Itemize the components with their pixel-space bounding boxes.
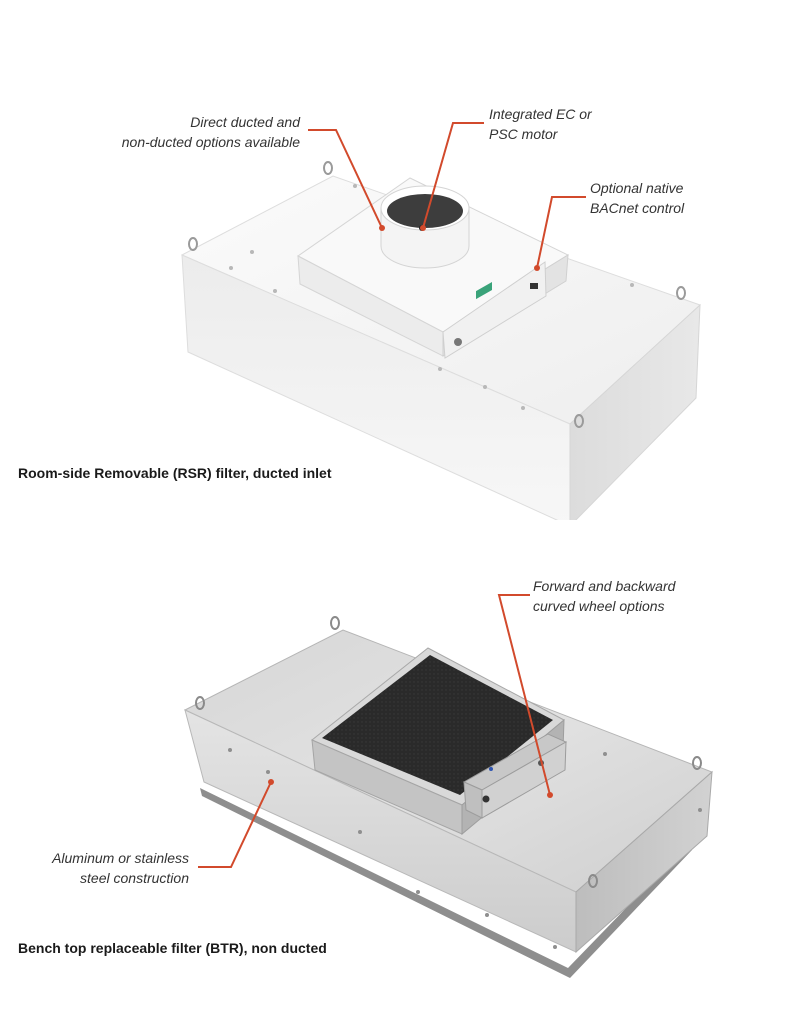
eyebolt-icons — [195, 616, 702, 888]
caption-rsr: Room-side Removable (RSR) filter, ducted… — [18, 465, 332, 481]
callout-motor: Integrated EC or PSC motor — [489, 106, 592, 142]
filter-mesh — [322, 655, 553, 795]
indicator-icon — [489, 767, 493, 771]
display-icon — [476, 281, 492, 300]
callout-line-motor — [422, 122, 484, 229]
callout-ducted-options: Direct ducted and non-ducted options ava… — [121, 114, 300, 150]
section-rsr-unit: Direct ducted and non-ducted options ava… — [18, 106, 701, 520]
callout-wheel-options: Forward and backward curved wheel option… — [533, 578, 676, 614]
callout-line-ducted — [308, 129, 383, 229]
callout-bacnet: Optional native BACnet control — [590, 180, 685, 216]
connector-icon — [454, 338, 462, 346]
callout-line-bacnet — [536, 196, 586, 269]
connector-icon — [482, 795, 490, 803]
section-btr-unit: Forward and backward curved wheel option… — [0, 520, 800, 1036]
screw-icons — [229, 184, 634, 410]
switch-icon — [530, 283, 538, 289]
callout-line-construction — [198, 781, 272, 868]
screw-icons — [228, 748, 702, 949]
eyebolt-icons — [188, 161, 686, 428]
callout-construction: Aluminum or stainless steel construction — [52, 850, 189, 886]
callout-line-wheel — [497, 594, 551, 796]
caption-btr: Bench top replaceable filter (BTR), non … — [18, 940, 327, 956]
rsr-fan-filter-unit-illustration — [180, 122, 701, 520]
btr-fan-filter-unit-illustration — [183, 594, 713, 978]
